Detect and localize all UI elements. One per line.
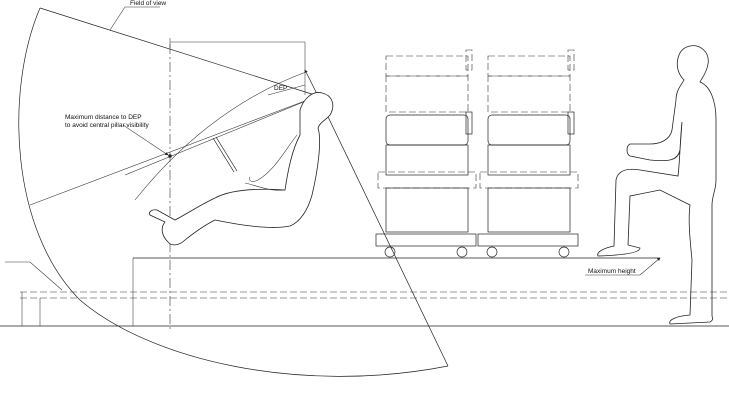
field-of-view-label: Field of view <box>130 0 166 7</box>
seated-person <box>149 92 334 246</box>
top-dimension <box>169 38 306 95</box>
field-of-view-sector <box>18 7 449 377</box>
cart-left <box>375 49 477 258</box>
distance-point <box>168 154 172 158</box>
ground-lines <box>0 257 729 327</box>
maximum-height-label: Maximum height <box>588 268 636 275</box>
cart-right <box>477 49 579 258</box>
dep-label: DEP <box>274 85 287 92</box>
central-pillar <box>212 136 238 173</box>
field-of-view-leader <box>109 6 160 31</box>
max-distance-label-line2: to avoid central pillar visibility <box>65 122 150 129</box>
dep-marker <box>267 69 319 97</box>
max-distance-label-line1: Maximum distance to DEP <box>65 114 142 121</box>
standing-person <box>597 45 717 325</box>
